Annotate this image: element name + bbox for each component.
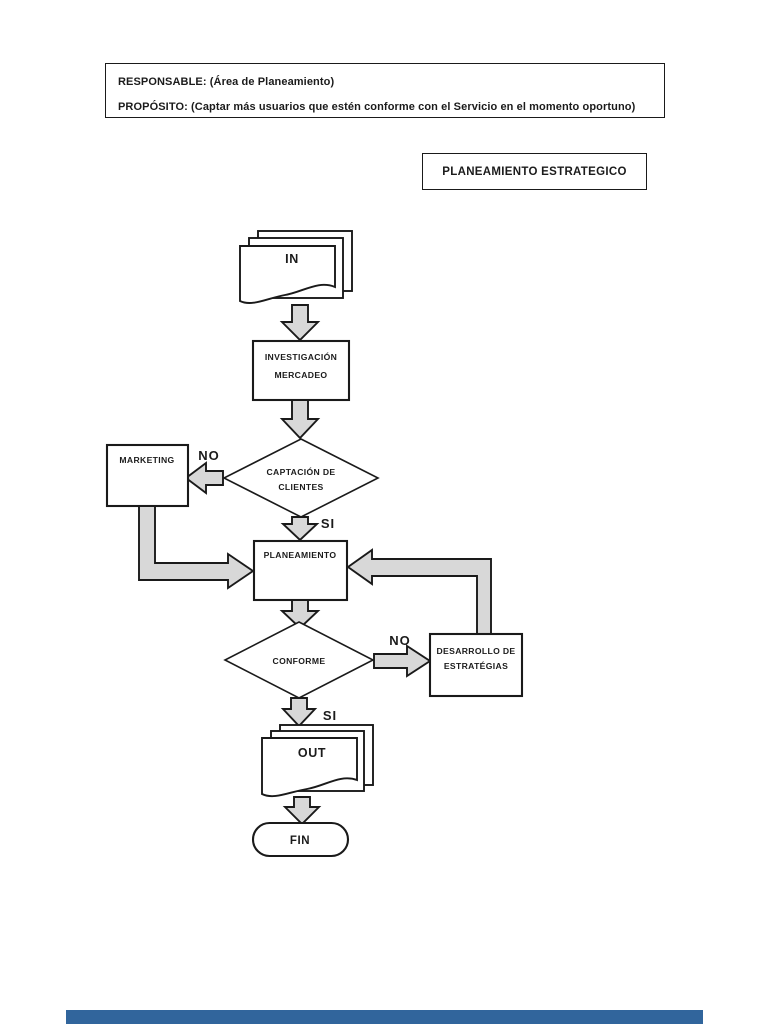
conforme-decision-diamond: CONFORME	[223, 621, 375, 699]
arrow-investigacion-to-captacion	[279, 399, 321, 440]
conforme-label: CONFORME	[273, 656, 326, 666]
in-doc-front-page	[239, 245, 336, 304]
desarrollo-rect	[428, 632, 524, 698]
arrow-desarrollo-to-planeamiento	[346, 548, 492, 635]
fin-stadium-shape	[251, 821, 350, 858]
fin-label: FIN	[290, 835, 310, 847]
out-doc-front-page	[261, 737, 358, 798]
diagram-title-box: PLANEAMIENTO ESTRATEGICO	[422, 153, 647, 190]
captacion-label-line1: CAPTACIÓN DE	[267, 466, 336, 477]
captacion-label-line2: CLIENTES	[278, 482, 323, 492]
proposito-label: PROPÓSITO	[118, 101, 185, 113]
responsable-label: RESPONSABLE	[118, 76, 203, 88]
fin-terminator: FIN	[251, 821, 350, 858]
arrow-planeamiento-to-conforme	[279, 599, 321, 630]
arrow-captacion-si-to-planeamiento	[280, 516, 320, 542]
desarrollo-process-box: DESARROLLO DE ESTRATÉGIAS	[428, 632, 524, 698]
arrow-conforme-no-to-desarrollo	[373, 644, 432, 678]
out-label: OUT	[298, 746, 326, 760]
planeamiento-process-box: PLANEAMIENTO	[252, 539, 349, 602]
in-multidocument-shape: IN	[239, 230, 353, 304]
conforme-no-label: NO	[389, 633, 411, 648]
responsable-line: RESPONSABLE: (Área de Planeamiento)	[118, 70, 652, 95]
header-info-box: RESPONSABLE: (Área de Planeamiento) PROP…	[105, 63, 665, 118]
arrow-marketing-to-planeamiento	[138, 505, 255, 590]
proposito-value: : (Captar más usuarios que estén conform…	[184, 101, 636, 113]
bottom-blue-bar	[66, 1010, 703, 1024]
investigacion-label-line1: INVESTIGACIÓN	[265, 351, 337, 362]
in-label: IN	[285, 252, 299, 266]
arrow-out-to-fin	[282, 796, 322, 826]
arrow-in-to-investigacion	[279, 304, 321, 342]
captacion-decision-diamond: CAPTACIÓN DE CLIENTES	[222, 438, 380, 518]
arrow-conforme-si-to-out	[280, 697, 318, 728]
desarrollo-label-line1: DESARROLLO DE	[436, 646, 515, 656]
captacion-si-label: SI	[321, 516, 335, 531]
proposito-line: PROPÓSITO: (Captar más usuarios que esté…	[118, 95, 652, 120]
responsable-value: : (Área de Planeamiento)	[202, 76, 335, 88]
marketing-process-box: MARKETING	[105, 443, 190, 508]
arrow-captacion-no-to-marketing	[184, 461, 224, 495]
diagram-title: PLANEAMIENTO ESTRATEGICO	[442, 165, 627, 178]
captacion-diamond-shape	[222, 438, 380, 518]
investigacion-label-line2: MERCADEO	[275, 370, 328, 380]
out-multidocument-shape: OUT	[261, 724, 374, 798]
planeamiento-label: PLANEAMIENTO	[264, 550, 337, 560]
desarrollo-label-line2: ESTRATÉGIAS	[444, 661, 508, 671]
conforme-si-label: SI	[323, 708, 337, 723]
investigacion-process-box: INVESTIGACIÓN MERCADEO	[251, 339, 351, 402]
investigacion-rect	[251, 339, 351, 402]
marketing-label: MARKETING	[119, 455, 174, 465]
captacion-no-label: NO	[198, 448, 220, 463]
